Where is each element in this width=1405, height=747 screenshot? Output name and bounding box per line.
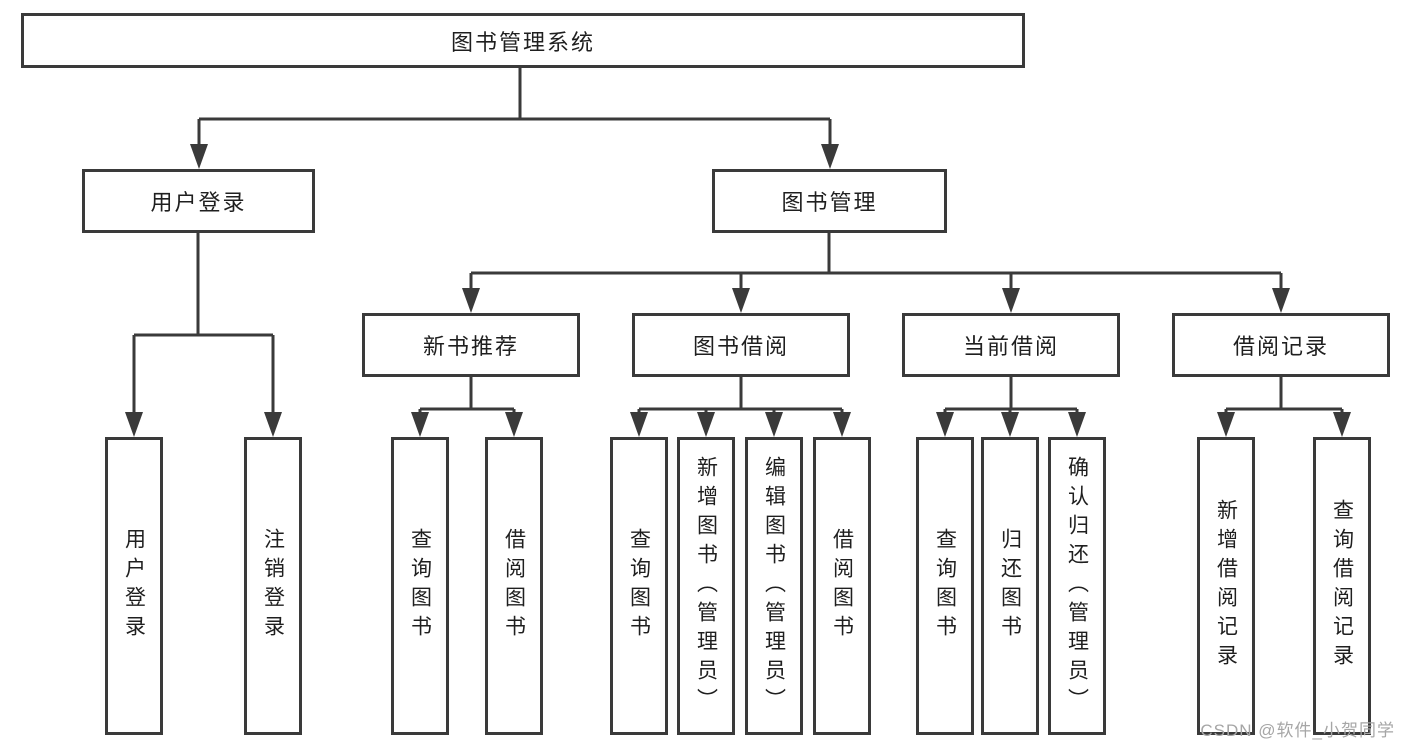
leaf-borrow-books-recommend: 借阅图书 [485, 437, 543, 735]
leaf-query-books-current-label: 查询图书 [933, 528, 957, 644]
node-current-borrowing: 当前借阅 [902, 313, 1120, 377]
node-library-management-system: 图书管理系统 [21, 13, 1025, 68]
leaf-edit-books-admin: 编辑图书（管理员） [745, 437, 803, 735]
leaf-user-login-label: 用户登录 [122, 528, 146, 644]
node-library-management-system-label: 图书管理系统 [450, 29, 595, 55]
node-borrowing-records-label: 借阅记录 [1232, 334, 1329, 359]
leaf-logout-label: 注销登录 [261, 528, 285, 644]
leaf-borrow-books-recommend-label: 借阅图书 [502, 528, 526, 644]
node-user-login-label: 用户登录 [150, 190, 247, 215]
node-book-borrowing: 图书借阅 [632, 313, 850, 377]
leaf-query-books-recommend: 查询图书 [391, 437, 449, 735]
leaf-add-books-admin-label: 新增图书（管理员） [694, 455, 718, 717]
leaf-edit-books-admin-label: 编辑图书（管理员） [762, 455, 786, 717]
leaf-return-books-label: 归还图书 [998, 528, 1022, 644]
node-new-book-recommendation: 新书推荐 [362, 313, 580, 377]
node-current-borrowing-label: 当前借阅 [962, 334, 1059, 359]
node-book-borrowing-label: 图书借阅 [692, 334, 789, 359]
leaf-add-borrow-record: 新增借阅记录 [1197, 437, 1255, 735]
leaf-add-books-admin: 新增图书（管理员） [677, 437, 735, 735]
node-borrowing-records: 借阅记录 [1172, 313, 1390, 377]
leaf-user-login: 用户登录 [105, 437, 163, 735]
leaf-borrow-books-label: 借阅图书 [830, 528, 854, 644]
node-new-book-recommendation-label: 新书推荐 [422, 334, 519, 359]
leaf-query-books-recommend-label: 查询图书 [408, 528, 432, 644]
leaf-query-borrow-record: 查询借阅记录 [1313, 437, 1371, 735]
node-book-management-label: 图书管理 [781, 190, 878, 215]
leaf-add-borrow-record-label: 新增借阅记录 [1214, 499, 1238, 673]
leaf-query-borrow-record-label: 查询借阅记录 [1330, 499, 1354, 673]
node-book-management: 图书管理 [712, 169, 947, 233]
leaf-confirm-return-admin: 确认归还（管理员） [1048, 437, 1106, 735]
watermark: CSDN @软件_小贺同学 [1200, 721, 1395, 740]
leaf-query-books-current: 查询图书 [916, 437, 974, 735]
leaf-return-books: 归还图书 [981, 437, 1039, 735]
leaf-logout: 注销登录 [244, 437, 302, 735]
leaf-confirm-return-admin-label: 确认归还（管理员） [1065, 455, 1089, 717]
node-user-login: 用户登录 [82, 169, 315, 233]
leaf-borrow-books: 借阅图书 [813, 437, 871, 735]
leaf-query-books-borrowing-label: 查询图书 [627, 528, 651, 644]
leaf-query-books-borrowing: 查询图书 [610, 437, 668, 735]
